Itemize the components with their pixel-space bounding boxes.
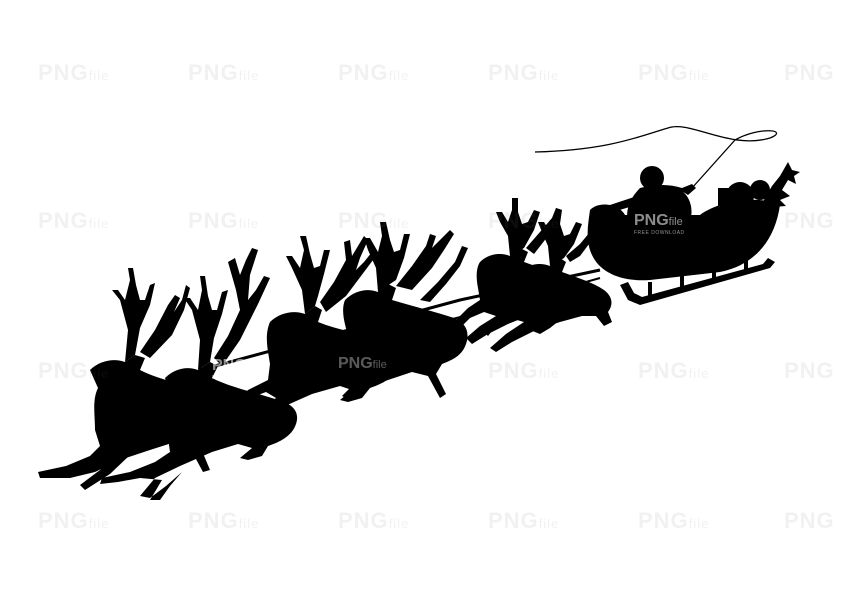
whip	[534, 126, 778, 189]
christmas-tree	[760, 162, 800, 208]
reindeer-middle-right	[334, 222, 468, 400]
santa-body	[627, 184, 696, 222]
reindeer-rear-right	[482, 208, 612, 352]
reindeer-rear-left	[456, 198, 586, 344]
santa-head	[640, 166, 664, 190]
sleigh-runner	[620, 258, 775, 305]
